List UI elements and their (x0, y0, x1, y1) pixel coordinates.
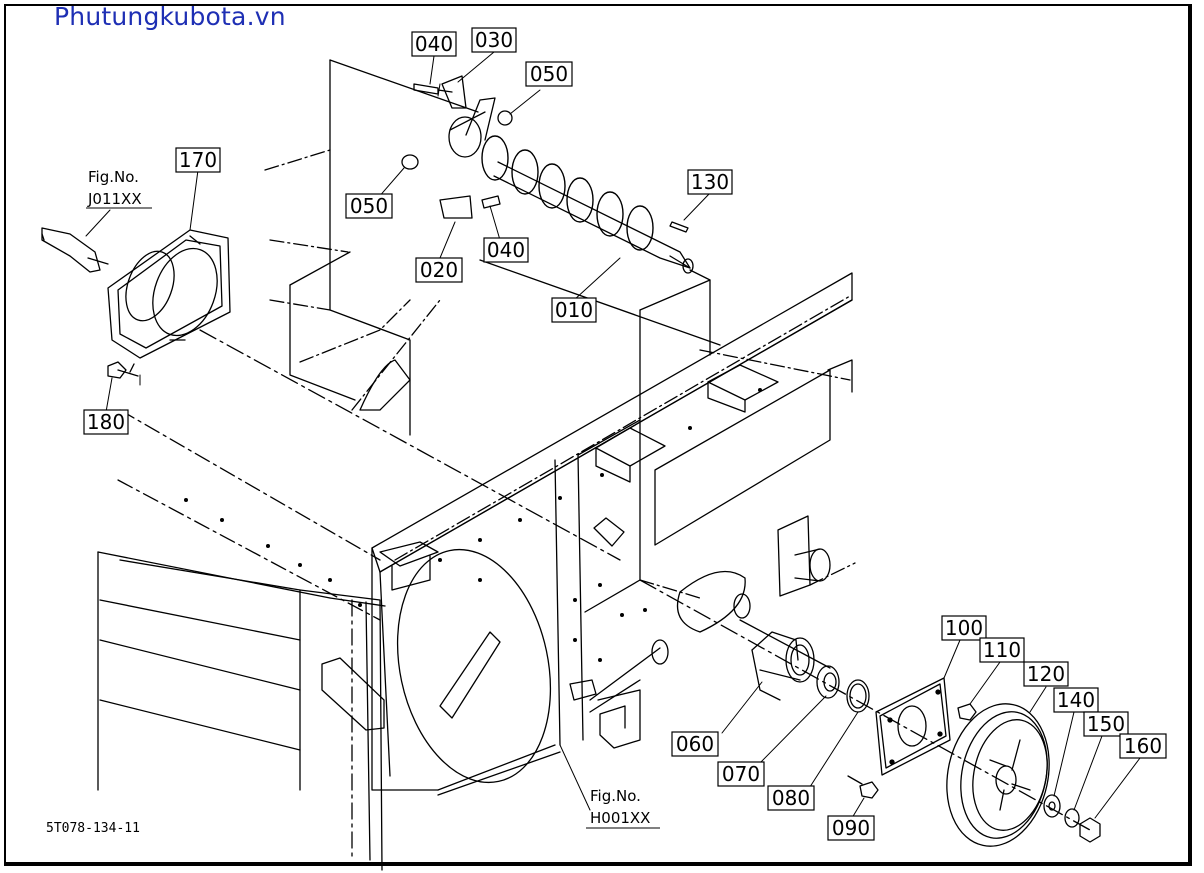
label-060[interactable]: 060 (671, 731, 719, 757)
svg-text:070: 070 (722, 762, 760, 786)
label-070[interactable]: 070 (717, 761, 765, 787)
label-180[interactable]: 180 (83, 409, 129, 435)
drawing-code: 5T078-134-11 (46, 821, 140, 836)
fig-ref-h001xx[interactable]: Fig.No. H001XX (586, 787, 660, 829)
label-030[interactable]: 030 (471, 27, 517, 53)
svg-text:110: 110 (983, 638, 1021, 662)
svg-text:J011XX: J011XX (87, 190, 142, 208)
svg-text:H001XX: H001XX (590, 809, 650, 827)
label-150[interactable]: 150 (1083, 711, 1129, 737)
label-160[interactable]: 160 (1119, 733, 1167, 759)
svg-text:080: 080 (772, 786, 810, 810)
label-130[interactable]: 130 (687, 169, 733, 195)
label-040-top[interactable]: 040 (411, 31, 457, 57)
housing-frame (97, 272, 856, 871)
label-100[interactable]: 100 (941, 615, 987, 641)
svg-text:010: 010 (555, 298, 593, 322)
label-140[interactable]: 140 (1053, 687, 1099, 713)
svg-text:150: 150 (1087, 712, 1125, 736)
label-110[interactable]: 110 (979, 637, 1025, 663)
site-watermark[interactable]: Phutungkubota.vn (54, 2, 286, 31)
svg-text:120: 120 (1027, 662, 1065, 686)
svg-text:170: 170 (179, 148, 217, 172)
label-050-left[interactable]: 050 (345, 193, 393, 219)
label-020[interactable]: 020 (415, 257, 463, 283)
svg-text:Fig.No.: Fig.No. (88, 168, 139, 186)
svg-text:020: 020 (420, 258, 458, 282)
auger-assembly-lines (199, 59, 721, 561)
svg-text:090: 090 (832, 816, 870, 840)
pulley-assembly (639, 579, 1101, 847)
label-040-lower[interactable]: 040 (483, 237, 529, 263)
svg-text:030: 030 (475, 28, 513, 52)
svg-text:100: 100 (945, 616, 983, 640)
label-090[interactable]: 090 (827, 815, 875, 841)
label-120[interactable]: 120 (1023, 661, 1069, 687)
svg-text:050: 050 (350, 194, 388, 218)
fig-ref-j011xx[interactable]: Fig.No. J011XX (86, 168, 152, 209)
label-080[interactable]: 080 (767, 785, 815, 811)
svg-text:130: 130 (691, 170, 729, 194)
svg-text:160: 160 (1124, 734, 1162, 758)
svg-text:140: 140 (1057, 688, 1095, 712)
label-050-top[interactable]: 050 (525, 61, 573, 87)
svg-text:040: 040 (487, 238, 525, 262)
svg-text:040: 040 (415, 32, 453, 56)
leader-lines (85, 51, 1141, 819)
svg-text:060: 060 (676, 732, 714, 756)
drawing-frame (4, 4, 1192, 866)
svg-text:050: 050 (530, 62, 568, 86)
svg-text:Fig.No.: Fig.No. (590, 787, 641, 805)
label-170[interactable]: 170 (175, 147, 221, 173)
svg-text:180: 180 (87, 410, 125, 434)
label-010[interactable]: 010 (551, 297, 597, 323)
